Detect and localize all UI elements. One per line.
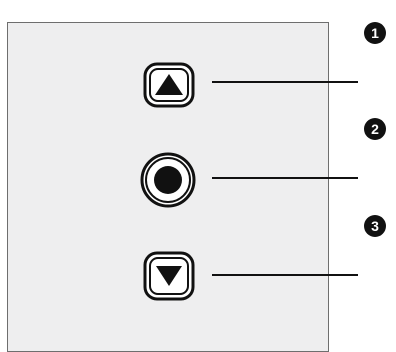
diagram-overlay: 1 2 3 bbox=[0, 0, 396, 341]
callout-number-3: 3 bbox=[371, 218, 379, 234]
callout-number-1: 1 bbox=[371, 25, 379, 41]
up-button[interactable] bbox=[145, 64, 193, 106]
center-button[interactable] bbox=[142, 154, 194, 206]
down-button[interactable] bbox=[145, 253, 193, 299]
diagram: 1 2 3 bbox=[0, 0, 396, 341]
callout-badge-3: 3 bbox=[364, 215, 386, 237]
dot-icon bbox=[154, 166, 182, 194]
callout-badge-2: 2 bbox=[364, 118, 386, 140]
callout-number-2: 2 bbox=[371, 121, 379, 137]
callout-badge-1: 1 bbox=[364, 22, 386, 44]
